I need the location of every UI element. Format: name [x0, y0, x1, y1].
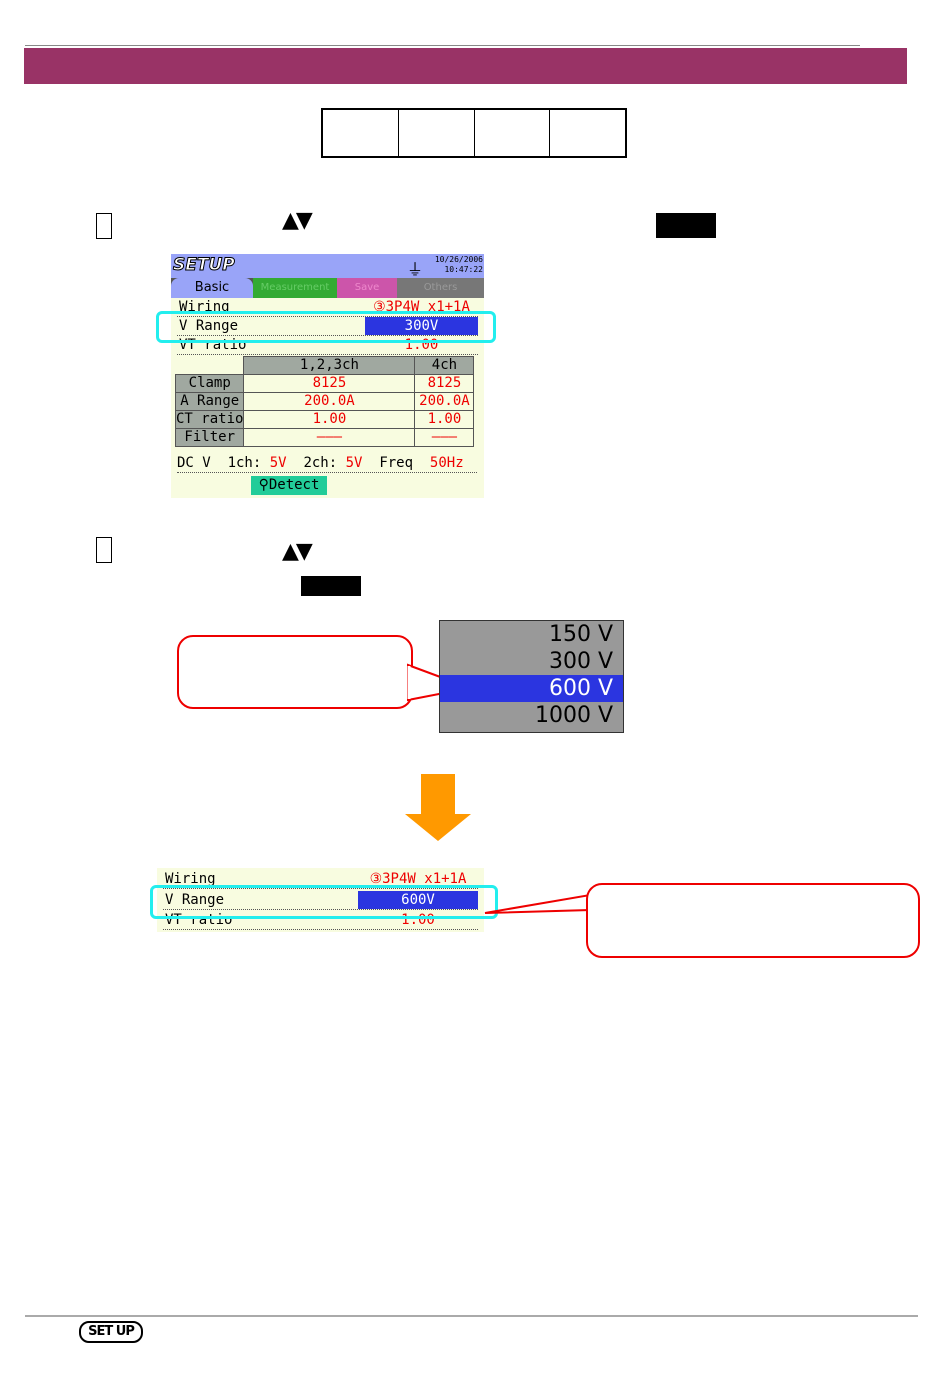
option-600v[interactable]: 600 V [440, 675, 623, 702]
footer-rule [25, 1315, 918, 1317]
setup-screen: SETUP ⏚ 10/26/2006 10:47:22 Basic Measur… [171, 254, 484, 498]
tab-bar: Basic Measurement Save Others [171, 278, 484, 298]
cell: 8125 [243, 374, 416, 393]
step-1-marker [96, 213, 112, 239]
row-label: Clamp [174, 374, 245, 393]
detect-label: Detect [268, 477, 320, 493]
up-down-arrows-icon: ▲▼ [282, 539, 313, 564]
setup-key-logo: SET UP [79, 1321, 143, 1343]
detect-button[interactable]: ⚲Detect [251, 476, 327, 495]
key-table [321, 108, 627, 158]
cell: 200.0A [243, 392, 416, 411]
row-label: A Range [174, 392, 245, 411]
wiring-row[interactable]: Wiring ③3P4W x1+1A [163, 870, 478, 889]
date: 10/26/2006 [434, 255, 483, 264]
vrange-value: 300V [365, 317, 478, 335]
up-down-arrows-icon: ▲▼ [282, 208, 313, 233]
vrange-value: 600V [358, 891, 478, 909]
title-bar: SETUP ⏚ 10/26/2006 10:47:22 [171, 254, 484, 279]
tab-others[interactable]: Others [397, 278, 484, 298]
cell: 8125 [414, 374, 475, 393]
vrange-row[interactable]: V Range 300V [177, 317, 478, 336]
cell: 200.0A [414, 392, 475, 411]
wiring-label: Wiring [165, 871, 216, 887]
vrange-row[interactable]: V Range 600V [163, 891, 478, 910]
row-label: Filter [174, 428, 245, 447]
plug-icon: ⏚ [407, 260, 424, 279]
clamp-icon: ⚲ [258, 477, 269, 493]
cell: ——— [414, 428, 475, 447]
row-label: CT ratio [174, 410, 245, 429]
vrange-label: V Range [179, 318, 239, 334]
wiring-value: ③3P4W x1+1A [369, 871, 467, 887]
tab-save[interactable]: Save [337, 278, 397, 298]
cell: 1.00 [414, 410, 475, 429]
dcv-row: DC V 1ch: 5V 2ch: 5V Freq 50Hz [177, 454, 477, 473]
vrange-popup: 150 V 300 V 600 V 1000 V [439, 620, 624, 733]
enter-key-icon [301, 576, 361, 596]
table-row[interactable]: Filter—————— [174, 428, 475, 447]
highlight-vrange [150, 885, 498, 919]
option-150v[interactable]: 150 V [548, 622, 613, 647]
callout-box [177, 635, 413, 709]
step-2-marker [96, 537, 112, 563]
option-300v[interactable]: 300 V [548, 649, 613, 674]
col-header: 1,2,3ch [243, 356, 416, 375]
callout-box [586, 883, 920, 958]
tab-basic[interactable]: Basic [171, 278, 253, 298]
time: 10:47:22 [444, 265, 483, 274]
tab-measurement[interactable]: Measurement [253, 278, 337, 298]
callout-pointer [484, 893, 591, 914]
top-rule [25, 45, 860, 46]
down-arrow-icon [405, 774, 471, 841]
screen-title: SETUP [173, 255, 236, 276]
option-1000v[interactable]: 1000 V [534, 703, 613, 728]
header-banner [24, 48, 907, 84]
enter-key-icon [656, 213, 716, 238]
vrange-label: V Range [165, 892, 225, 908]
cell: ——— [243, 428, 416, 447]
cell: 1.00 [243, 410, 416, 429]
highlight-vrange [156, 311, 496, 343]
col-header: 4ch [414, 356, 475, 375]
